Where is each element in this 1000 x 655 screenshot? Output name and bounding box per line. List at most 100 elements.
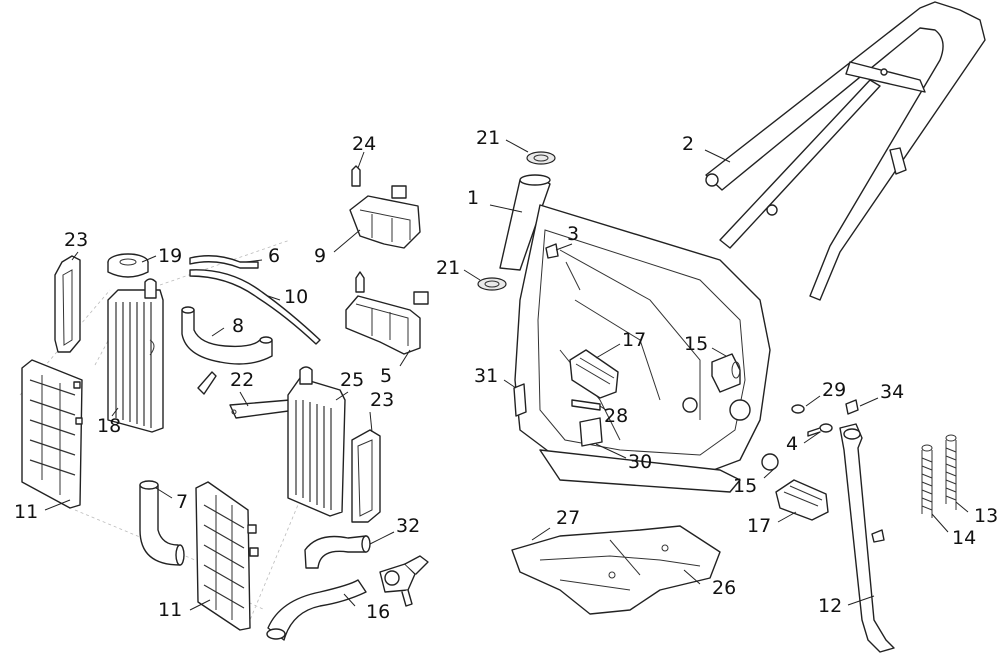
callout-9: 9: [314, 245, 326, 267]
leader-23b: [369, 411, 373, 433]
callout-26: 26: [712, 577, 736, 599]
bolt-4: [807, 423, 833, 437]
callout-15-lower: 15: [733, 475, 757, 497]
hose-10: [189, 269, 321, 345]
radiator-cap-19: [107, 253, 149, 278]
callout-22: 22: [230, 369, 254, 391]
radiator-louver-right-11: [195, 481, 259, 631]
leader-24: [357, 151, 365, 169]
callout-25: 25: [340, 369, 364, 391]
plate-30: [579, 417, 603, 447]
callout-32: 32: [396, 515, 420, 537]
callout-31: 31: [474, 365, 498, 387]
callout-27: 27: [556, 507, 580, 529]
callout-19: 19: [158, 245, 182, 267]
leader-34: [859, 397, 879, 407]
radiator-left-18: [107, 278, 164, 433]
footpeg-right-17: [775, 479, 829, 521]
callout-3: 3: [567, 223, 579, 245]
spring-13: [945, 434, 957, 510]
callout-34: 34: [880, 381, 904, 403]
callout-23-right: 23: [370, 389, 394, 411]
side-stand-12: [839, 423, 895, 653]
spring-14: [921, 444, 933, 518]
radiator-guard-right-23: [351, 429, 381, 523]
leader-23a: [71, 251, 79, 261]
steering-bearing-upper-21: [526, 151, 556, 165]
hose-32: [304, 535, 371, 569]
leader-26: [683, 569, 701, 585]
callout-11-left: 11: [14, 501, 38, 523]
leader-16: [343, 593, 356, 607]
hose-16: [266, 579, 367, 641]
callout-5: 5: [380, 365, 392, 387]
leader-31: [503, 379, 517, 389]
callout-1: 1: [467, 187, 479, 209]
leader-3: [555, 243, 573, 251]
leader-4: [803, 431, 821, 444]
callout-7: 7: [176, 491, 188, 513]
leader-18: [111, 407, 119, 417]
leader-2: [704, 149, 731, 163]
leader-9: [333, 229, 361, 253]
leader-29: [805, 395, 821, 407]
callout-17-lower: 17: [747, 515, 771, 537]
leader-7: [155, 487, 173, 499]
steering-bearing-lower-21: [477, 277, 507, 291]
radiator-louver-left-11: [21, 359, 83, 509]
leader-6: [245, 259, 263, 263]
leader-27: [531, 527, 551, 541]
leader-11b: [189, 599, 211, 611]
callout-10: 10: [284, 286, 308, 308]
leader-15b: [763, 467, 776, 479]
leader-5: [399, 349, 411, 367]
callout-6: 6: [268, 245, 280, 267]
callout-29: 29: [822, 379, 846, 401]
leader-10: [267, 295, 281, 301]
callout-21-upper: 21: [476, 127, 500, 149]
bracket-24: [351, 165, 407, 199]
callout-15-upper: 15: [684, 333, 708, 355]
mounting-bracket-5: [345, 271, 429, 355]
bolt-3: [545, 243, 581, 291]
callout-30: 30: [628, 451, 652, 473]
hose-fitting-tee: [379, 555, 429, 607]
bracket-31: [513, 383, 527, 417]
callout-17-upper: 17: [622, 329, 646, 351]
callout-13: 13: [974, 505, 998, 527]
radiator-guard-left-23: [54, 255, 81, 353]
leader-12: [847, 595, 875, 606]
pin-28: [571, 399, 601, 411]
hose-8: [181, 306, 273, 365]
mounting-bracket-9: [349, 195, 421, 249]
callout-14: 14: [952, 527, 976, 549]
leader-21a: [505, 139, 529, 153]
nut-29: [791, 404, 805, 414]
callout-8: 8: [232, 315, 244, 337]
leader-25: [335, 391, 349, 401]
radiator-right-25: [287, 366, 346, 517]
callout-28: 28: [604, 405, 628, 427]
callout-16: 16: [366, 601, 390, 623]
leader-17b: [777, 511, 797, 523]
leader-1: [489, 204, 523, 213]
leader-32: [369, 531, 395, 545]
subframe-2: [705, 1, 986, 301]
leader-30: [595, 443, 627, 459]
callout-12: 12: [818, 595, 842, 617]
footpeg-left-17: [569, 349, 619, 399]
callout-23-left: 23: [64, 229, 88, 251]
callout-24: 24: [352, 133, 376, 155]
callout-11-lower: 11: [158, 599, 182, 621]
leader-13: [955, 501, 969, 513]
hose-7: [139, 480, 185, 566]
leader-28: [599, 405, 607, 411]
callout-18: 18: [97, 415, 121, 437]
leader-8: [211, 327, 225, 337]
bushing-upper-15: [711, 353, 741, 393]
callout-21-lower: 21: [436, 257, 460, 279]
leader-17a: [595, 343, 621, 359]
callout-4: 4: [786, 433, 798, 455]
